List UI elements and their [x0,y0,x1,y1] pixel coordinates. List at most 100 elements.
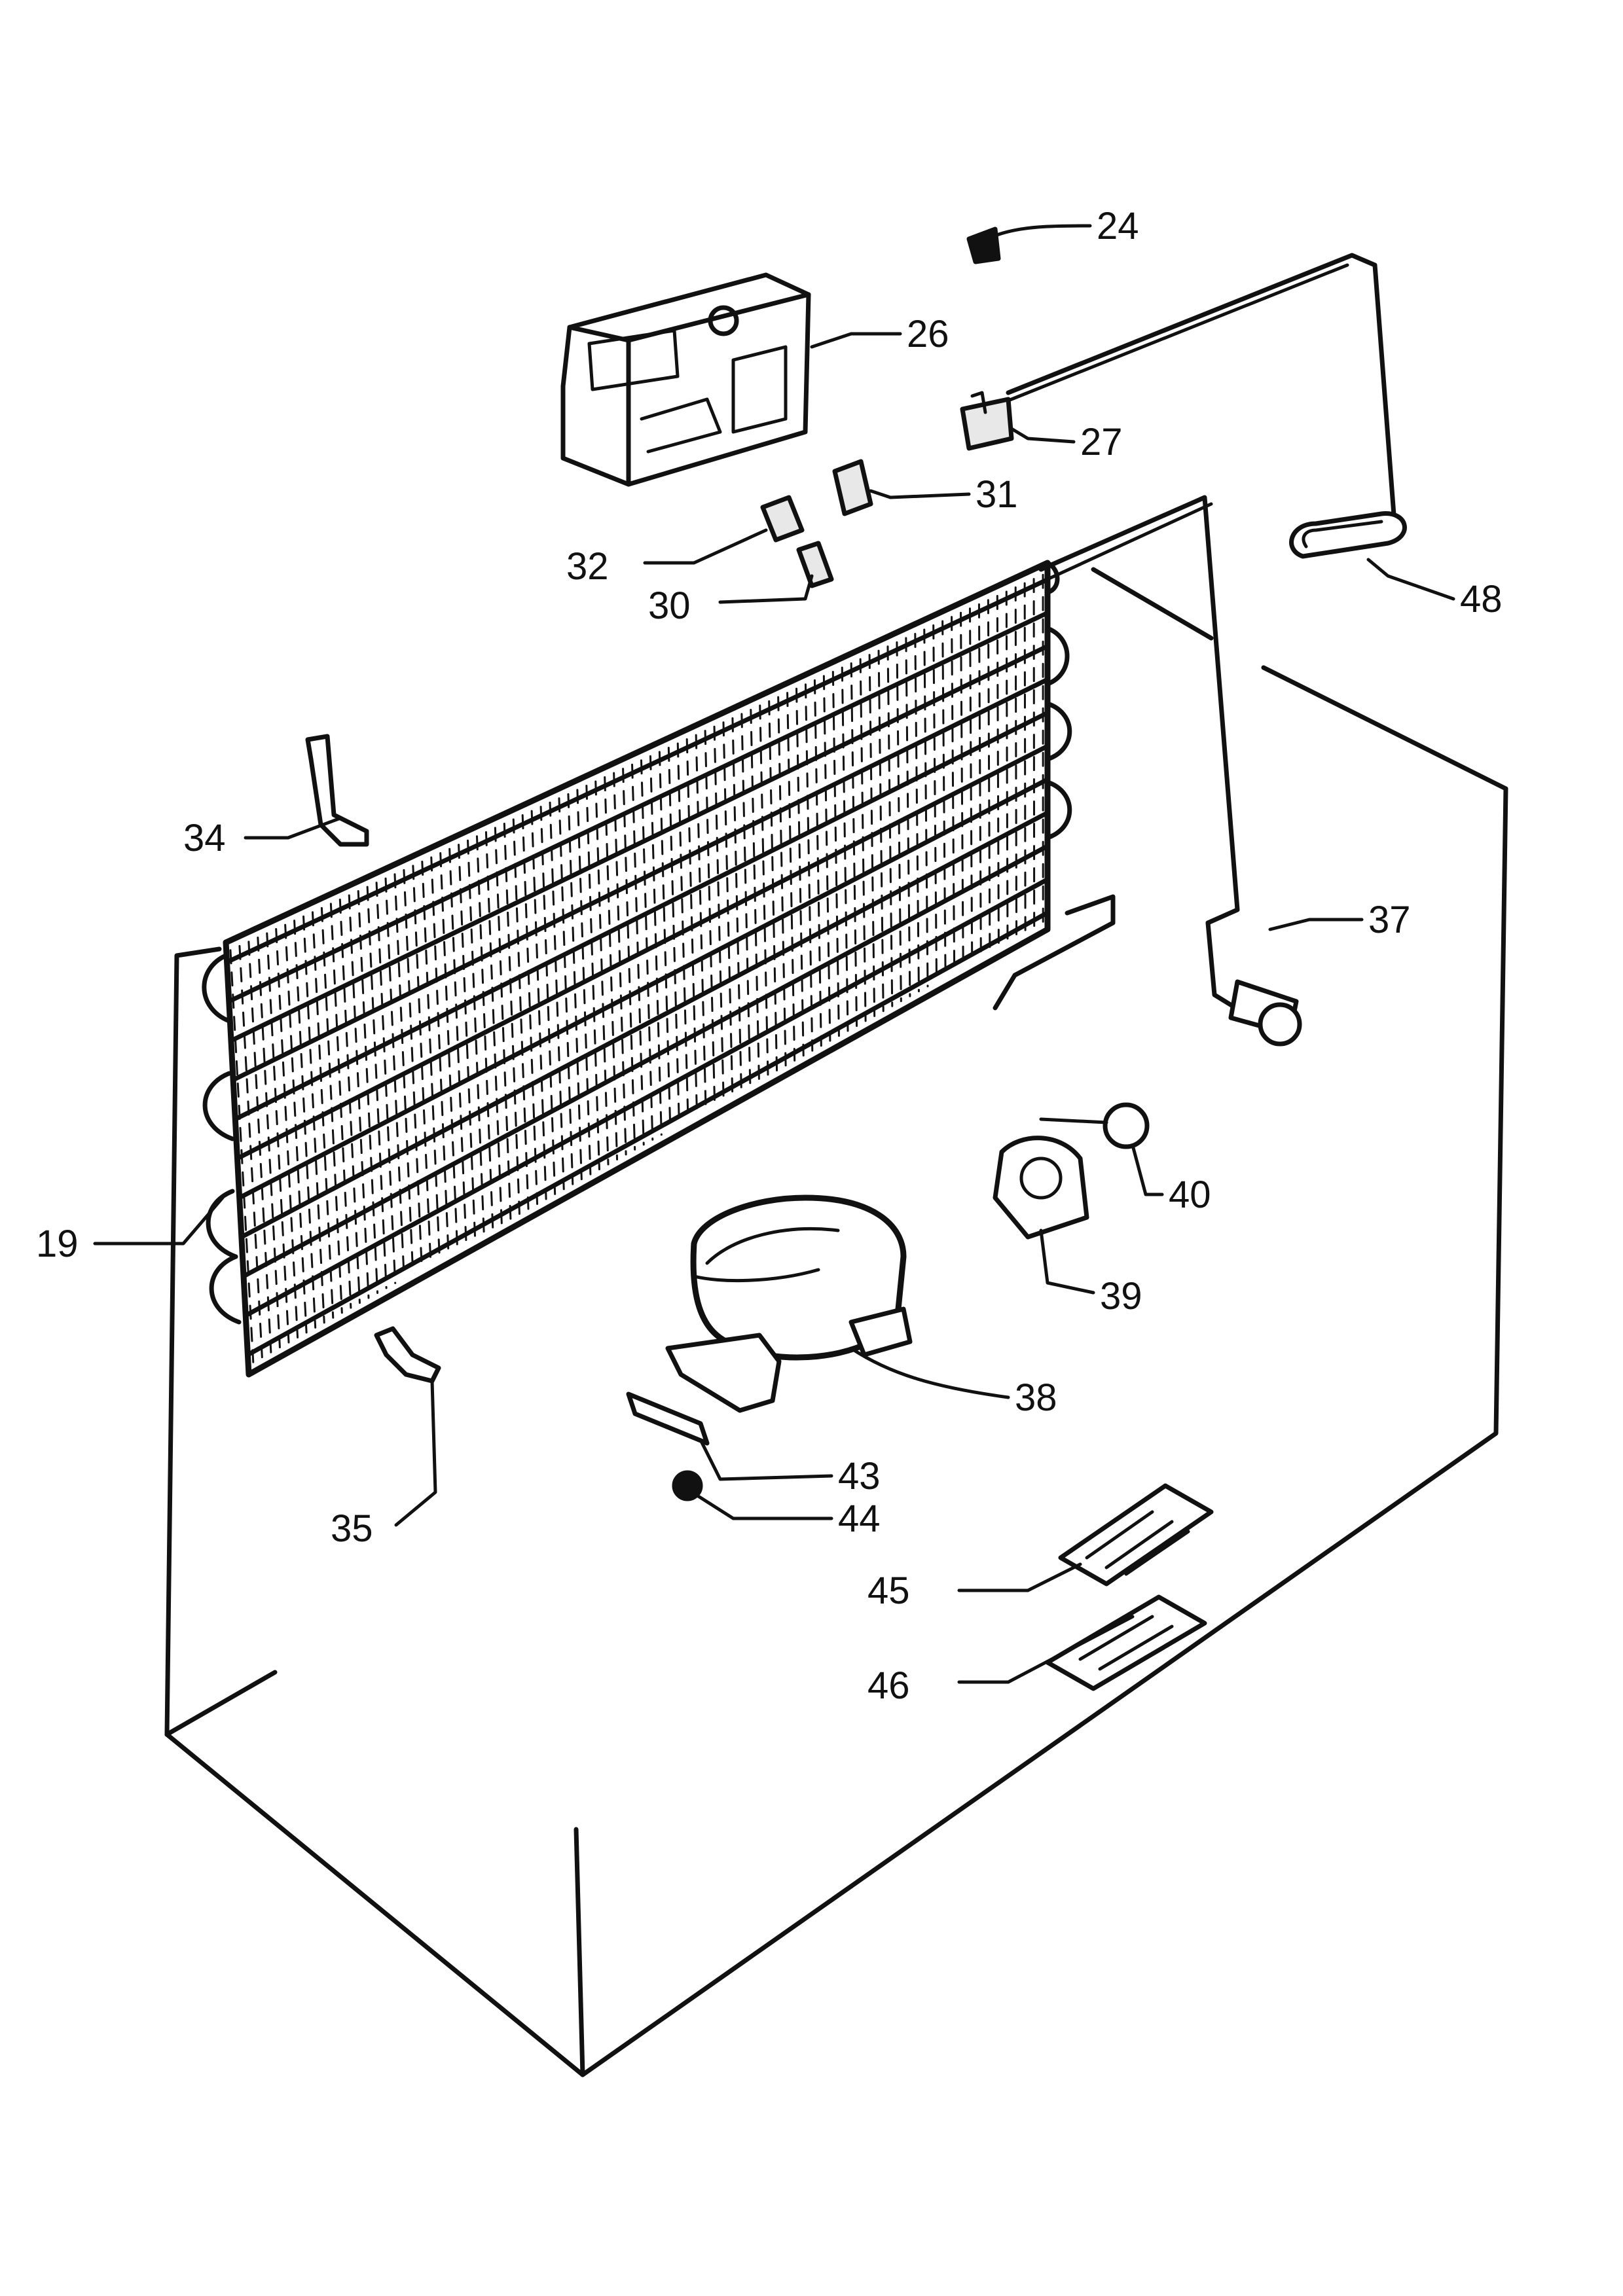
callout-43: 43 [838,1455,881,1498]
coil-fin [503,822,520,1215]
coil-tube [228,643,1050,1043]
callout-32: 32 [566,545,609,588]
part-38-compressor [665,1194,913,1413]
coil-fin [704,730,716,1106]
coil-fin [759,704,769,1077]
coil-fin [604,776,619,1160]
coil-fin [421,860,441,1260]
cabinet-outline [164,567,1508,2077]
part-46-board [1045,1594,1207,1691]
coil-fin [886,645,894,1007]
part-35-bracket [374,1326,441,1384]
coil-fin [275,928,299,1338]
coil-fin [266,932,290,1344]
coil-fin [229,949,255,1363]
coil-fin [795,687,805,1057]
coil-fin [841,666,849,1032]
callout-37: 37 [1368,899,1411,941]
coil-tube [239,810,1050,1240]
coil-fin [348,894,370,1299]
coil-fin [676,742,689,1121]
coil-fin [914,632,920,993]
part-39-relay [993,1136,1089,1240]
coil-fin [977,603,982,958]
coil-fin [777,696,787,1067]
callout-46: 46 [867,1664,910,1707]
coil-fin [804,683,814,1052]
callout-38: 38 [1015,1376,1057,1419]
coil-fin [585,784,600,1171]
coil-tube [237,777,1050,1200]
coil-fin [567,793,583,1181]
coil-tube [235,744,1050,1161]
part-26-housing [560,272,811,487]
coil-fin [622,768,636,1151]
coil-fin [831,670,840,1037]
coil-tube [225,577,1050,965]
callout-24: 24 [1097,205,1139,247]
coil-fin [576,789,592,1175]
coil-fin [713,725,725,1102]
callout-48: 48 [1460,578,1503,620]
callout-26: 26 [907,313,949,355]
condenser-coil [202,495,1260,1378]
coil-fin [740,713,752,1086]
coil-fin [375,882,397,1284]
coil-fin [987,599,991,953]
callout-27: 27 [1080,421,1123,463]
coil-tube [241,844,1050,1279]
part-24 [966,226,1001,264]
coil-fin [640,759,654,1141]
part-30 [796,541,834,588]
coil-tube [245,910,1050,1357]
part-43 [626,1391,710,1446]
callout-45: 45 [867,1570,910,1612]
coil-fin [549,801,565,1191]
coil-fin [338,898,361,1304]
capillary-tube [1006,253,1397,526]
coil-fin [329,903,352,1309]
part-31 [832,459,873,516]
coil-fin [822,675,831,1042]
callout-39: 39 [1100,1275,1142,1318]
coil-fin [960,611,964,968]
coil-fin [384,877,405,1280]
coil-fin [868,654,876,1017]
coil-fin [768,700,778,1071]
coil-fin [293,920,317,1329]
coil-fin [649,755,663,1136]
coil-tube [227,610,1050,1004]
coil-fin [896,641,902,1003]
coil-fin [685,738,699,1116]
coil-fin [530,810,547,1200]
coil-fin [439,852,459,1249]
coil-fin [521,814,539,1205]
coil-tube [243,877,1050,1318]
coil-fin [366,886,388,1289]
callout-30: 30 [648,584,691,627]
part-40-overload [1039,1102,1150,1149]
callout-labels: 24 26 27 31 32 30 48 34 37 40 19 39 38 4… [36,205,1503,1707]
callout-44: 44 [838,1498,881,1540]
coil-fin [695,734,707,1111]
coil-fin [731,717,742,1092]
coil-fin [850,662,858,1027]
coil-fin [558,797,574,1185]
coil-fin [302,915,325,1324]
coil-fin [786,692,796,1062]
coil-fin [311,911,335,1319]
coil-fin [512,818,530,1210]
coil-fin [923,628,929,988]
coil-tube [232,710,1050,1122]
coil-fin [257,936,281,1349]
coil-fin [393,873,414,1274]
coil-fin [284,924,308,1334]
part-44 [672,1470,703,1501]
callout-19: 19 [36,1223,79,1265]
coil-fin [594,780,610,1166]
part-37-drier [1228,979,1302,1047]
coil-fin [932,624,938,982]
coil-fin [667,746,680,1126]
coil-fin [357,890,379,1294]
